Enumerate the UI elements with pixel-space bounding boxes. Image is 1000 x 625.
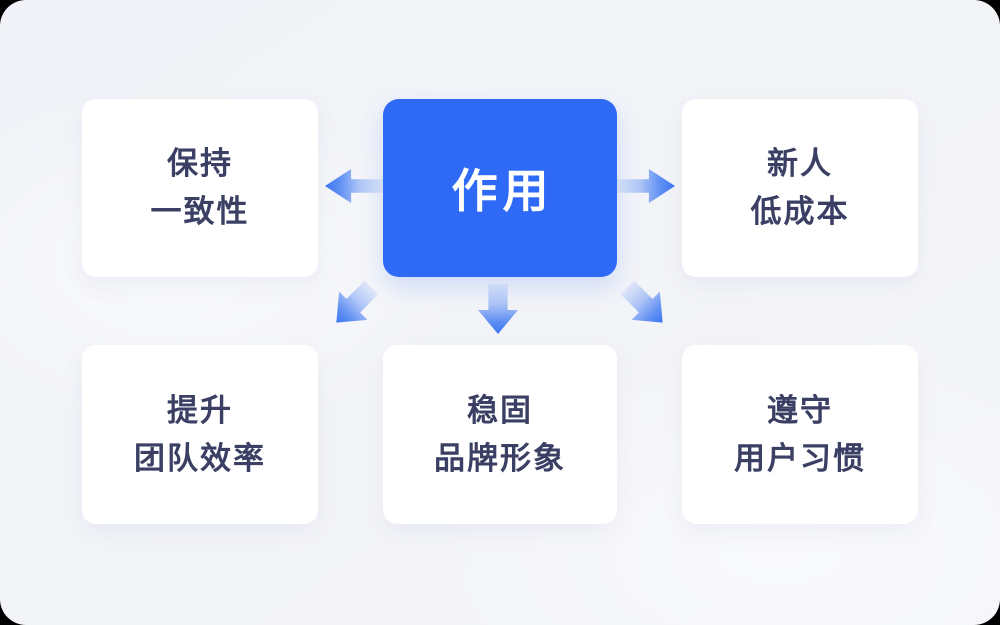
node-label-line: 遵守 — [767, 392, 833, 428]
node-label-line: 团队效率 — [134, 440, 266, 476]
arrow-down-right-icon — [613, 273, 677, 337]
node-label-line: 用户习惯 — [734, 440, 866, 476]
arrow-down-left-icon — [322, 273, 386, 337]
node-label-line: 保持 — [167, 146, 233, 181]
center-node: 作用 — [383, 99, 617, 277]
node-improve-team-efficiency: 提升 团队效率 — [82, 345, 318, 524]
node-keep-consistency: 保持 一致性 — [82, 99, 318, 277]
node-label-line: 品牌形象 — [434, 440, 566, 476]
arrow-right-icon — [617, 169, 675, 203]
arrow-down-icon — [478, 284, 518, 334]
node-label-line: 新人 — [767, 146, 833, 181]
arrow-left-icon — [325, 169, 383, 203]
node-label-line: 稳固 — [467, 392, 533, 428]
node-newcomer-low-cost: 新人 低成本 — [682, 99, 918, 277]
node-stable-brand-image: 稳固 品牌形象 — [383, 345, 617, 524]
center-node-label: 作用 — [451, 165, 554, 217]
node-label-line: 提升 — [167, 392, 233, 428]
node-label-line: 一致性 — [150, 194, 250, 229]
node-label-line: 低成本 — [750, 194, 850, 229]
node-follow-user-habits: 遵守 用户习惯 — [682, 345, 918, 524]
